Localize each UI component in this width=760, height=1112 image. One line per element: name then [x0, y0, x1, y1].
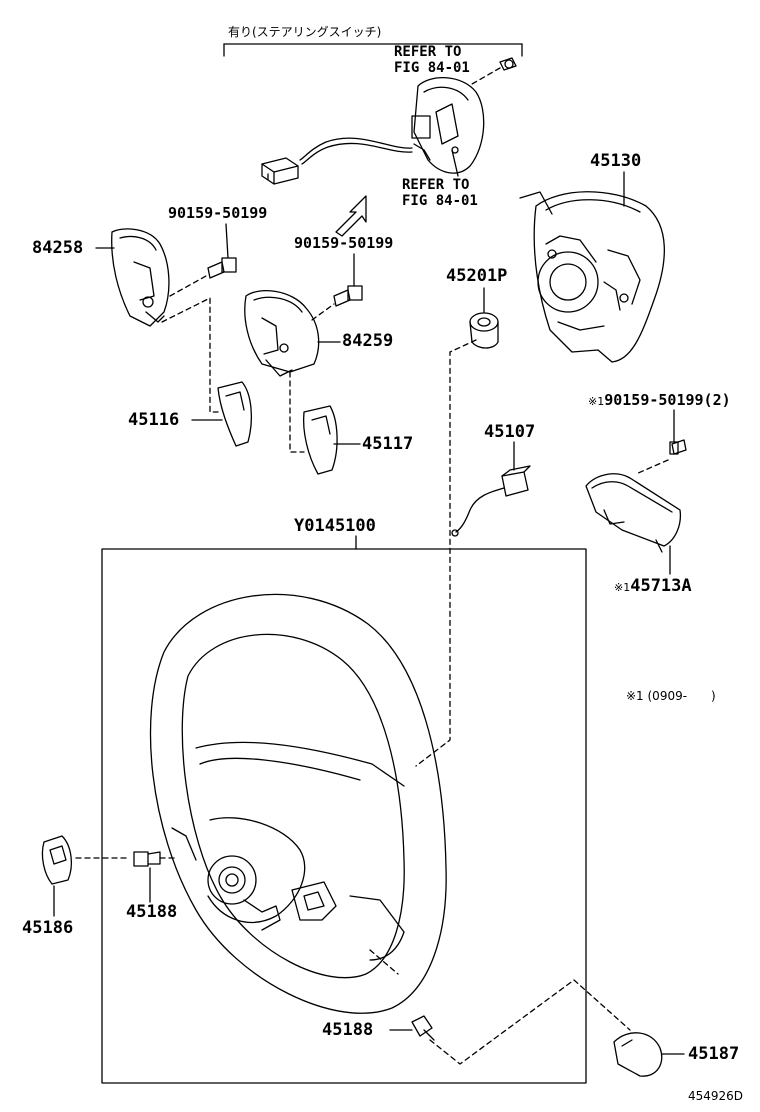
refer-mid-line1: REFER TO	[402, 177, 470, 193]
dash-damper-to-wheel	[415, 339, 477, 767]
screw-45188-a	[133, 851, 161, 867]
switch-screw-dash	[471, 67, 501, 85]
part-84259: 84259	[342, 331, 394, 351]
part-45130: 45130	[590, 151, 642, 171]
dash-84258-screw	[169, 275, 207, 297]
part-45188-a: 45188	[126, 902, 178, 922]
cover-45187	[613, 1032, 663, 1077]
part-90159-c-wrap: ※190159-50199(2)	[588, 393, 731, 408]
refer-mid-line2: FIG 84-01	[402, 193, 478, 209]
dash-45117	[289, 371, 305, 453]
part-45713a: 45713A	[630, 576, 692, 596]
cover-45186	[41, 835, 73, 885]
part-45201p: 45201P	[446, 266, 508, 286]
part-45117: 45117	[362, 434, 414, 454]
steering-wheel	[149, 593, 447, 1014]
switch-45117	[302, 405, 338, 475]
date-note: ※1 (0909- )	[626, 689, 716, 703]
screw-90159-c	[669, 439, 687, 455]
dash-84259-screw	[311, 303, 335, 321]
dash-45116	[161, 297, 219, 413]
dash-wheel-bottom	[369, 949, 399, 975]
part-90159-c: 90159-50199(2)	[604, 391, 731, 409]
part-45107: 45107	[484, 422, 536, 442]
damper-45201p	[469, 312, 499, 349]
wheel-assembly-box	[101, 548, 587, 1084]
screw-45188-b	[411, 1015, 435, 1041]
part-y0145100: Y0145100	[294, 516, 376, 536]
part-45188-b: 45188	[322, 1020, 374, 1040]
refer-mid-leader	[451, 149, 459, 177]
part-45116: 45116	[128, 410, 180, 430]
refer-mid: REFER TO FIG 84-01	[402, 177, 478, 209]
option-bracket	[223, 43, 523, 57]
airbag-45130	[519, 191, 665, 363]
part-45713a-mark: ※1	[614, 581, 631, 594]
screw-90159-a	[207, 257, 237, 279]
dash-screw-to-cover	[635, 459, 669, 475]
refer-top: REFER TO FIG 84-01	[394, 44, 470, 76]
cover-45713a	[585, 473, 682, 553]
part-45187: 45187	[688, 1044, 740, 1064]
refer-top-line2: FIG 84-01	[394, 60, 470, 76]
steering-switch-assembly	[261, 57, 517, 185]
direction-arrow	[335, 195, 367, 237]
option-note: 有り(ステアリングスイッチ)	[228, 25, 382, 39]
part-45186: 45186	[22, 918, 74, 938]
part-84258: 84258	[32, 238, 84, 258]
cover-84258	[111, 228, 170, 327]
switch-45116	[217, 381, 252, 447]
part-90159-b: 90159-50199	[294, 234, 394, 252]
cover-84259	[244, 290, 320, 377]
part-45713a-wrap: ※145713A	[614, 578, 692, 595]
leader-90159-a	[225, 223, 229, 259]
figure-id: 454926D	[688, 1089, 744, 1103]
harness-45107	[451, 465, 531, 537]
part-90159-a: 90159-50199	[168, 204, 268, 222]
screw-90159-b	[333, 285, 363, 307]
part-90159-c-mark: ※1	[588, 395, 605, 408]
refer-top-line1: REFER TO	[394, 44, 462, 60]
dash-45187	[429, 979, 631, 1065]
